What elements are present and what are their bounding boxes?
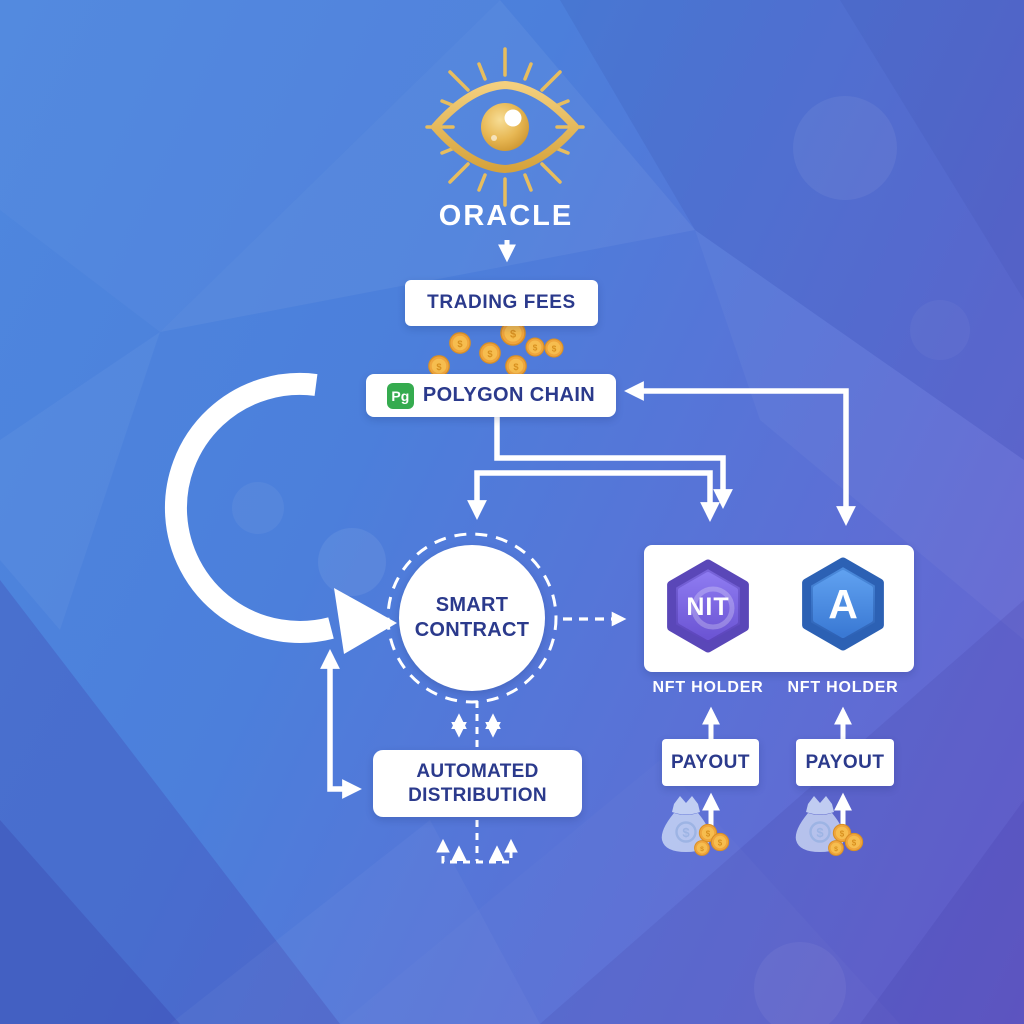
polygon-badge-icon: Pg	[386, 382, 414, 409]
smart-contract-label-line2: CONTRACT	[414, 619, 530, 641]
node-payout-2: PAYOUT	[796, 739, 894, 786]
polygon-chain-label: POLYGON CHAIN	[422, 384, 596, 406]
falling-coins	[428, 320, 564, 377]
node-automated-distribution: AUTOMATED DISTRIBUTION	[373, 750, 582, 817]
payout-2-label: PAYOUT	[805, 751, 885, 773]
dashed-links-contract-distribution	[451, 701, 501, 747]
connector-distribution-feedback	[320, 649, 362, 799]
money-bag-icon-2	[794, 794, 864, 856]
automated-distribution-line1: AUTOMATED	[416, 760, 539, 782]
connector-holders-to-polygon	[624, 381, 856, 526]
nft-holder-1-label: NFT HOLDER	[652, 679, 764, 696]
dashed-links-below-distribution	[436, 820, 518, 864]
trading-fees-label: TRADING FEES	[427, 292, 576, 313]
connector-to-smart-contract-and-holders	[467, 470, 720, 522]
node-polygon-chain: Pg POLYGON CHAIN	[366, 374, 616, 417]
payout-1-label: PAYOUT	[670, 751, 751, 773]
nft-holder-2-label: NFT HOLDER	[787, 679, 899, 696]
loop-arrow	[164, 372, 397, 654]
nft-holders-panel	[644, 545, 914, 672]
money-bag-icon-1	[660, 794, 730, 856]
oracle-title: ORACLE	[438, 200, 574, 232]
smart-contract-label-line1: SMART	[435, 594, 509, 616]
node-trading-fees: TRADING FEES	[405, 280, 598, 326]
connector-polygon-to-holders	[494, 417, 733, 509]
node-smart-contract: SMART CONTRACT	[399, 545, 545, 691]
oracle-eye-icon	[425, 47, 585, 207]
automated-distribution-line2: DISTRIBUTION	[408, 784, 547, 806]
node-payout-1: PAYOUT	[662, 739, 759, 786]
